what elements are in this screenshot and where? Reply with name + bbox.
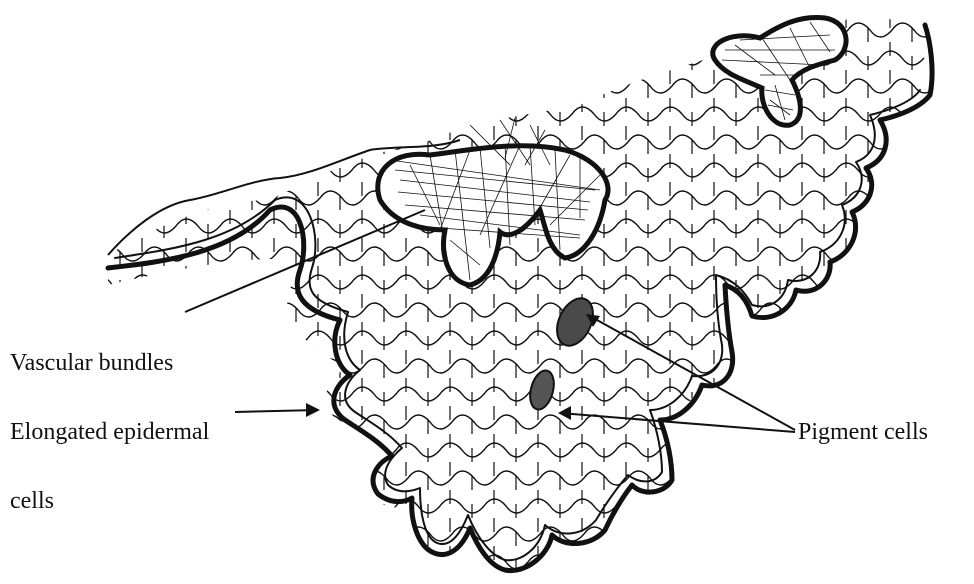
vascular-bundle-right	[713, 17, 846, 125]
label-pigment-cells: Pigment cells	[798, 420, 928, 444]
pigment-cell-lower	[526, 368, 558, 412]
arrowheads	[306, 314, 600, 420]
label-elongated-epidermal-line2: cells	[10, 489, 54, 513]
vascular-bundle-left	[378, 118, 608, 285]
label-elongated-epidermal-line1: Elongated epidermal	[10, 420, 209, 444]
leader-elongated-epidermal	[235, 410, 318, 412]
epidermis-outline	[108, 25, 932, 571]
label-vascular-bundles: Vascular bundles	[10, 351, 173, 375]
